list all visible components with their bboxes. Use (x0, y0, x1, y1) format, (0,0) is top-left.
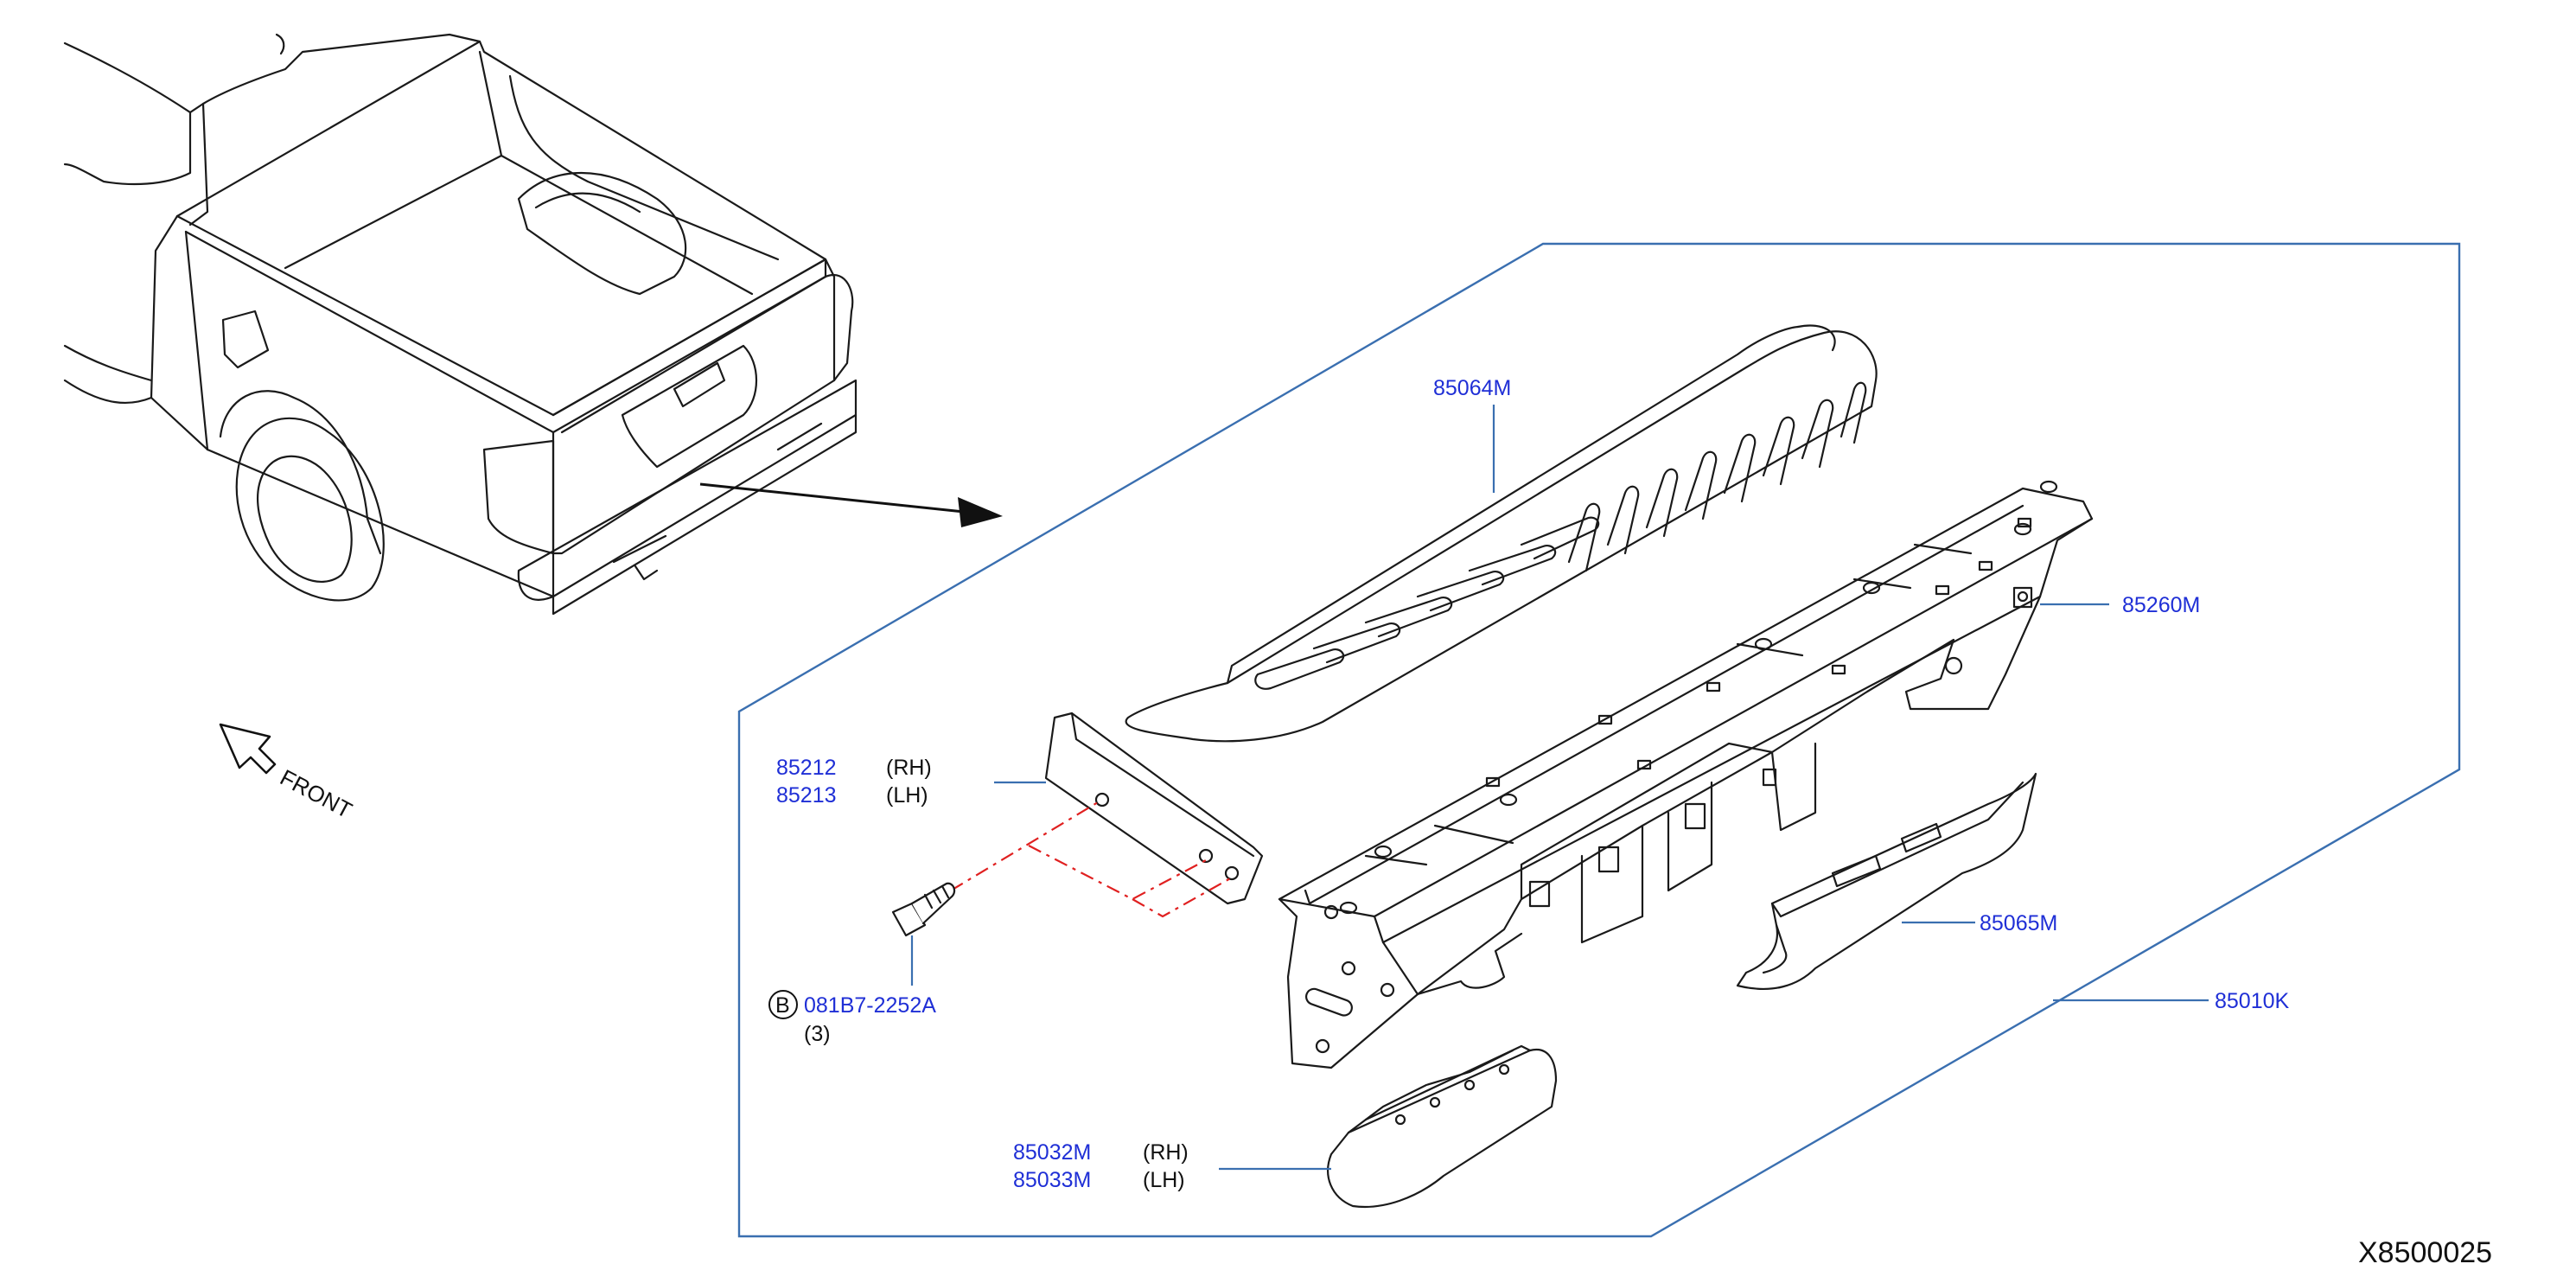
end-cap-illustration (1327, 1044, 1558, 1208)
part-number-85010K: 85010K (2215, 989, 2290, 1013)
bumper-frame-illustration (1278, 480, 2094, 1069)
step-pad-illustration (1125, 324, 1878, 743)
part-number-081B7-2252A: 081B7-2252A (804, 993, 936, 1018)
truck-illustration (63, 33, 858, 616)
part-number-85213: 85213 (776, 783, 837, 807)
assembly-guide-lines (950, 801, 1233, 918)
part-number-85032M: 85032M (1013, 1140, 1091, 1165)
figure-reference: X8500025 (2358, 1236, 2492, 1269)
part-number-85260M: 85260M (2122, 593, 2200, 617)
bolt-circle-letter: B (775, 993, 790, 1018)
lower-cover-illustration (1736, 772, 2037, 991)
bolt-illustration (891, 882, 956, 937)
part-number-85065M: 85065M (1980, 911, 2057, 935)
front-label: FRONT (276, 764, 356, 824)
side-lh-85033M: (LH) (1143, 1168, 1185, 1192)
part-number-85064M: 85064M (1433, 376, 1511, 400)
side-rh-85032M: (RH) (1143, 1140, 1189, 1165)
bolt-circle-icon (768, 990, 798, 1019)
part-number-85212: 85212 (776, 756, 837, 780)
assembly-frame (737, 242, 2461, 1238)
callout-arrow (699, 482, 1003, 527)
side-lh-85213: (LH) (886, 783, 928, 807)
front-arrow-icon (219, 723, 277, 775)
bolt-quantity: (3) (804, 1022, 831, 1046)
side-bracket-illustration (1044, 712, 1264, 905)
side-rh-85212: (RH) (886, 756, 932, 780)
part-number-85033M: 85033M (1013, 1168, 1091, 1192)
